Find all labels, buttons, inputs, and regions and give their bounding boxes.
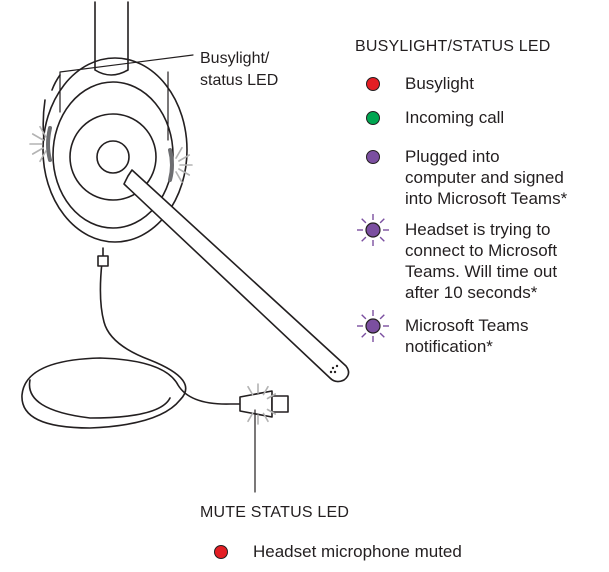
led-glow-right [175,146,193,184]
legend-label-line: into Microsoft Teams* [405,189,568,208]
mute-status-heading: MUTE STATUS LED [200,504,350,521]
legend-label-line: Busylight [405,74,474,93]
legend-label-line: Teams. Will time out [405,262,558,281]
legend-label-line: notification* [405,337,493,356]
solid-dot-icon [366,77,380,91]
callout-label-line: status LED [200,72,279,89]
blinking-dot-icon [357,214,389,246]
callout-lines [59,54,256,493]
solid-dot-icon [214,545,228,559]
boom-arm [123,169,350,383]
led-glow-left [29,125,47,163]
legend-item-label: Headset microphone muted [253,541,462,562]
legend-label-line: connect to Microsoft [405,241,558,260]
solid-dot-icon [366,150,380,164]
headband [94,1,129,76]
legend-label-line: Microsoft Teams [405,316,529,335]
speaker-center [96,140,130,174]
legend-label-line: Headset microphone muted [253,542,462,561]
legend-item-label: Headset is trying to connect to Microsoft… [405,219,557,303]
legend-item-label: Busylight [405,73,474,94]
side-buttons [42,74,61,141]
legend-label-line: Plugged into [405,147,500,166]
legend-label-line: computer and signed [405,168,564,187]
busylight-led-left [46,126,52,162]
status-led-heading: BUSYLIGHT/STATUS LED [355,38,551,55]
blinking-dot-icon [357,310,389,342]
busylight-led-right [168,148,174,182]
cable-clip [97,255,109,267]
legend-item-label: Microsoft Teams notification* [405,315,528,357]
legend-item-label: Plugged into computer and signed into Micr… [405,146,567,209]
led-glow-usb [247,383,277,425]
busylight-callout-label: Busylight/ status LED [200,48,278,92]
legend-label-line: Incoming call [405,108,505,127]
legend-label-line: after 10 seconds* [405,283,538,302]
mic-holes [329,364,339,374]
usb-plug [239,390,273,418]
headset-cable [21,247,241,429]
solid-dot-icon [366,111,380,125]
legend-label-line: Headset is trying to [405,220,551,239]
led-glow-rays [29,125,277,425]
callout-label-line: Busylight/ [200,50,270,67]
legend-item-label: Incoming call [405,107,504,128]
earcup-outer [42,57,188,243]
